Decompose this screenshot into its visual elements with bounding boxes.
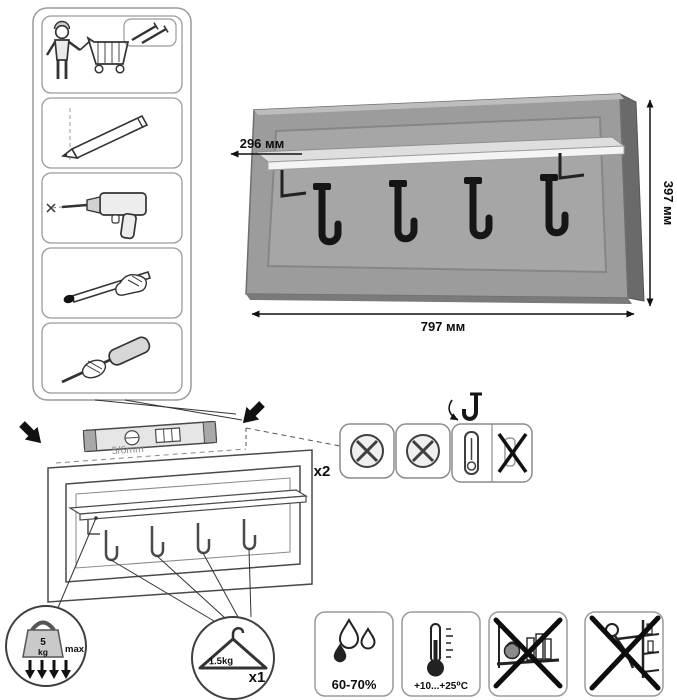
shelf-bracket-left: [280, 170, 307, 198]
temperature-box: +10...+25⁰C: [401, 611, 481, 697]
shopping-step-icon: [45, 18, 177, 79]
water-drop-icon: [333, 643, 347, 663]
forbidden-fastener-icon: [497, 432, 528, 474]
drill-size-label: 5/6mm: [111, 443, 144, 457]
temperature-label: +10...+25⁰C: [414, 681, 468, 692]
thermometer-icon: [427, 623, 453, 677]
hook-4: [540, 174, 569, 237]
drill-step-icon: [46, 192, 147, 240]
per-hanger-weight-label: 1.5kg: [209, 656, 234, 668]
shelf-edge: [267, 145, 625, 171]
hardware-icons: x2: [314, 392, 533, 483]
rack-outline: [65, 465, 301, 583]
book-icon: [647, 640, 654, 653]
max-weight-badge: 5 kg max: [5, 605, 87, 687]
width-dimension-label: 797 мм: [421, 319, 466, 334]
screwdriver-step-icon: [61, 336, 151, 384]
weight-handle-icon: [30, 620, 56, 632]
bracket-box: [451, 423, 533, 483]
hook-2: [389, 180, 418, 243]
pencil-step-icon: [61, 108, 149, 160]
cross-out-icon: [493, 617, 563, 689]
hook-1: [313, 183, 342, 246]
screw-head-icon: [350, 434, 384, 468]
spirit-level-icon: [82, 420, 218, 453]
down-arrow-icon: [61, 660, 71, 679]
mounting-diagram: 5/6mm: [19, 399, 341, 622]
depth-dimension-label: 296 мм: [240, 136, 285, 151]
no-climbing-box: [584, 611, 664, 697]
max-weight-unit: kg: [38, 647, 48, 657]
cross-out-icon: [589, 615, 661, 691]
water-drop-icon: [338, 617, 360, 649]
humidity-label: 60-70%: [332, 677, 377, 692]
care-icons: 60-70% +10...+25⁰C: [314, 611, 664, 697]
down-arrow-icon: [37, 660, 47, 679]
shelf-bracket-right: [558, 153, 585, 180]
humidity-box: 60-70%: [314, 611, 394, 697]
hanger-icon: [198, 637, 268, 670]
keyhole-bracket-icon: [464, 431, 479, 475]
dimension-annotations: 296 мм 397 мм 797 мм: [230, 99, 676, 334]
placement-arrow-right: [242, 401, 265, 424]
coat-rack-render: [245, 93, 645, 304]
weight-icon: [22, 629, 64, 658]
height-dimension-label: 397 мм: [661, 181, 676, 226]
max-weight-value: 5: [40, 637, 46, 648]
screw-head-icon: [406, 434, 440, 468]
book-icon: [544, 638, 552, 660]
tools-panel: [32, 7, 192, 401]
placement-arrow-left: [19, 421, 42, 444]
hanger-count-label: x1: [249, 669, 266, 686]
down-arrow-icon: [49, 660, 59, 679]
screws-count-label: x2: [314, 463, 331, 480]
max-label: max: [65, 644, 85, 655]
hanger-load-badge: 1.5kg x1: [191, 616, 275, 700]
no-overload-box: [488, 611, 568, 697]
glue-step-icon: [63, 271, 152, 304]
hanger-hook-icon: [231, 627, 245, 639]
water-drop-icon: [360, 627, 376, 650]
wall-hook-icon: [448, 392, 482, 421]
down-arrow-icon: [25, 660, 35, 679]
hook-3: [464, 177, 493, 240]
shopping-cart-icon: [79, 35, 130, 74]
